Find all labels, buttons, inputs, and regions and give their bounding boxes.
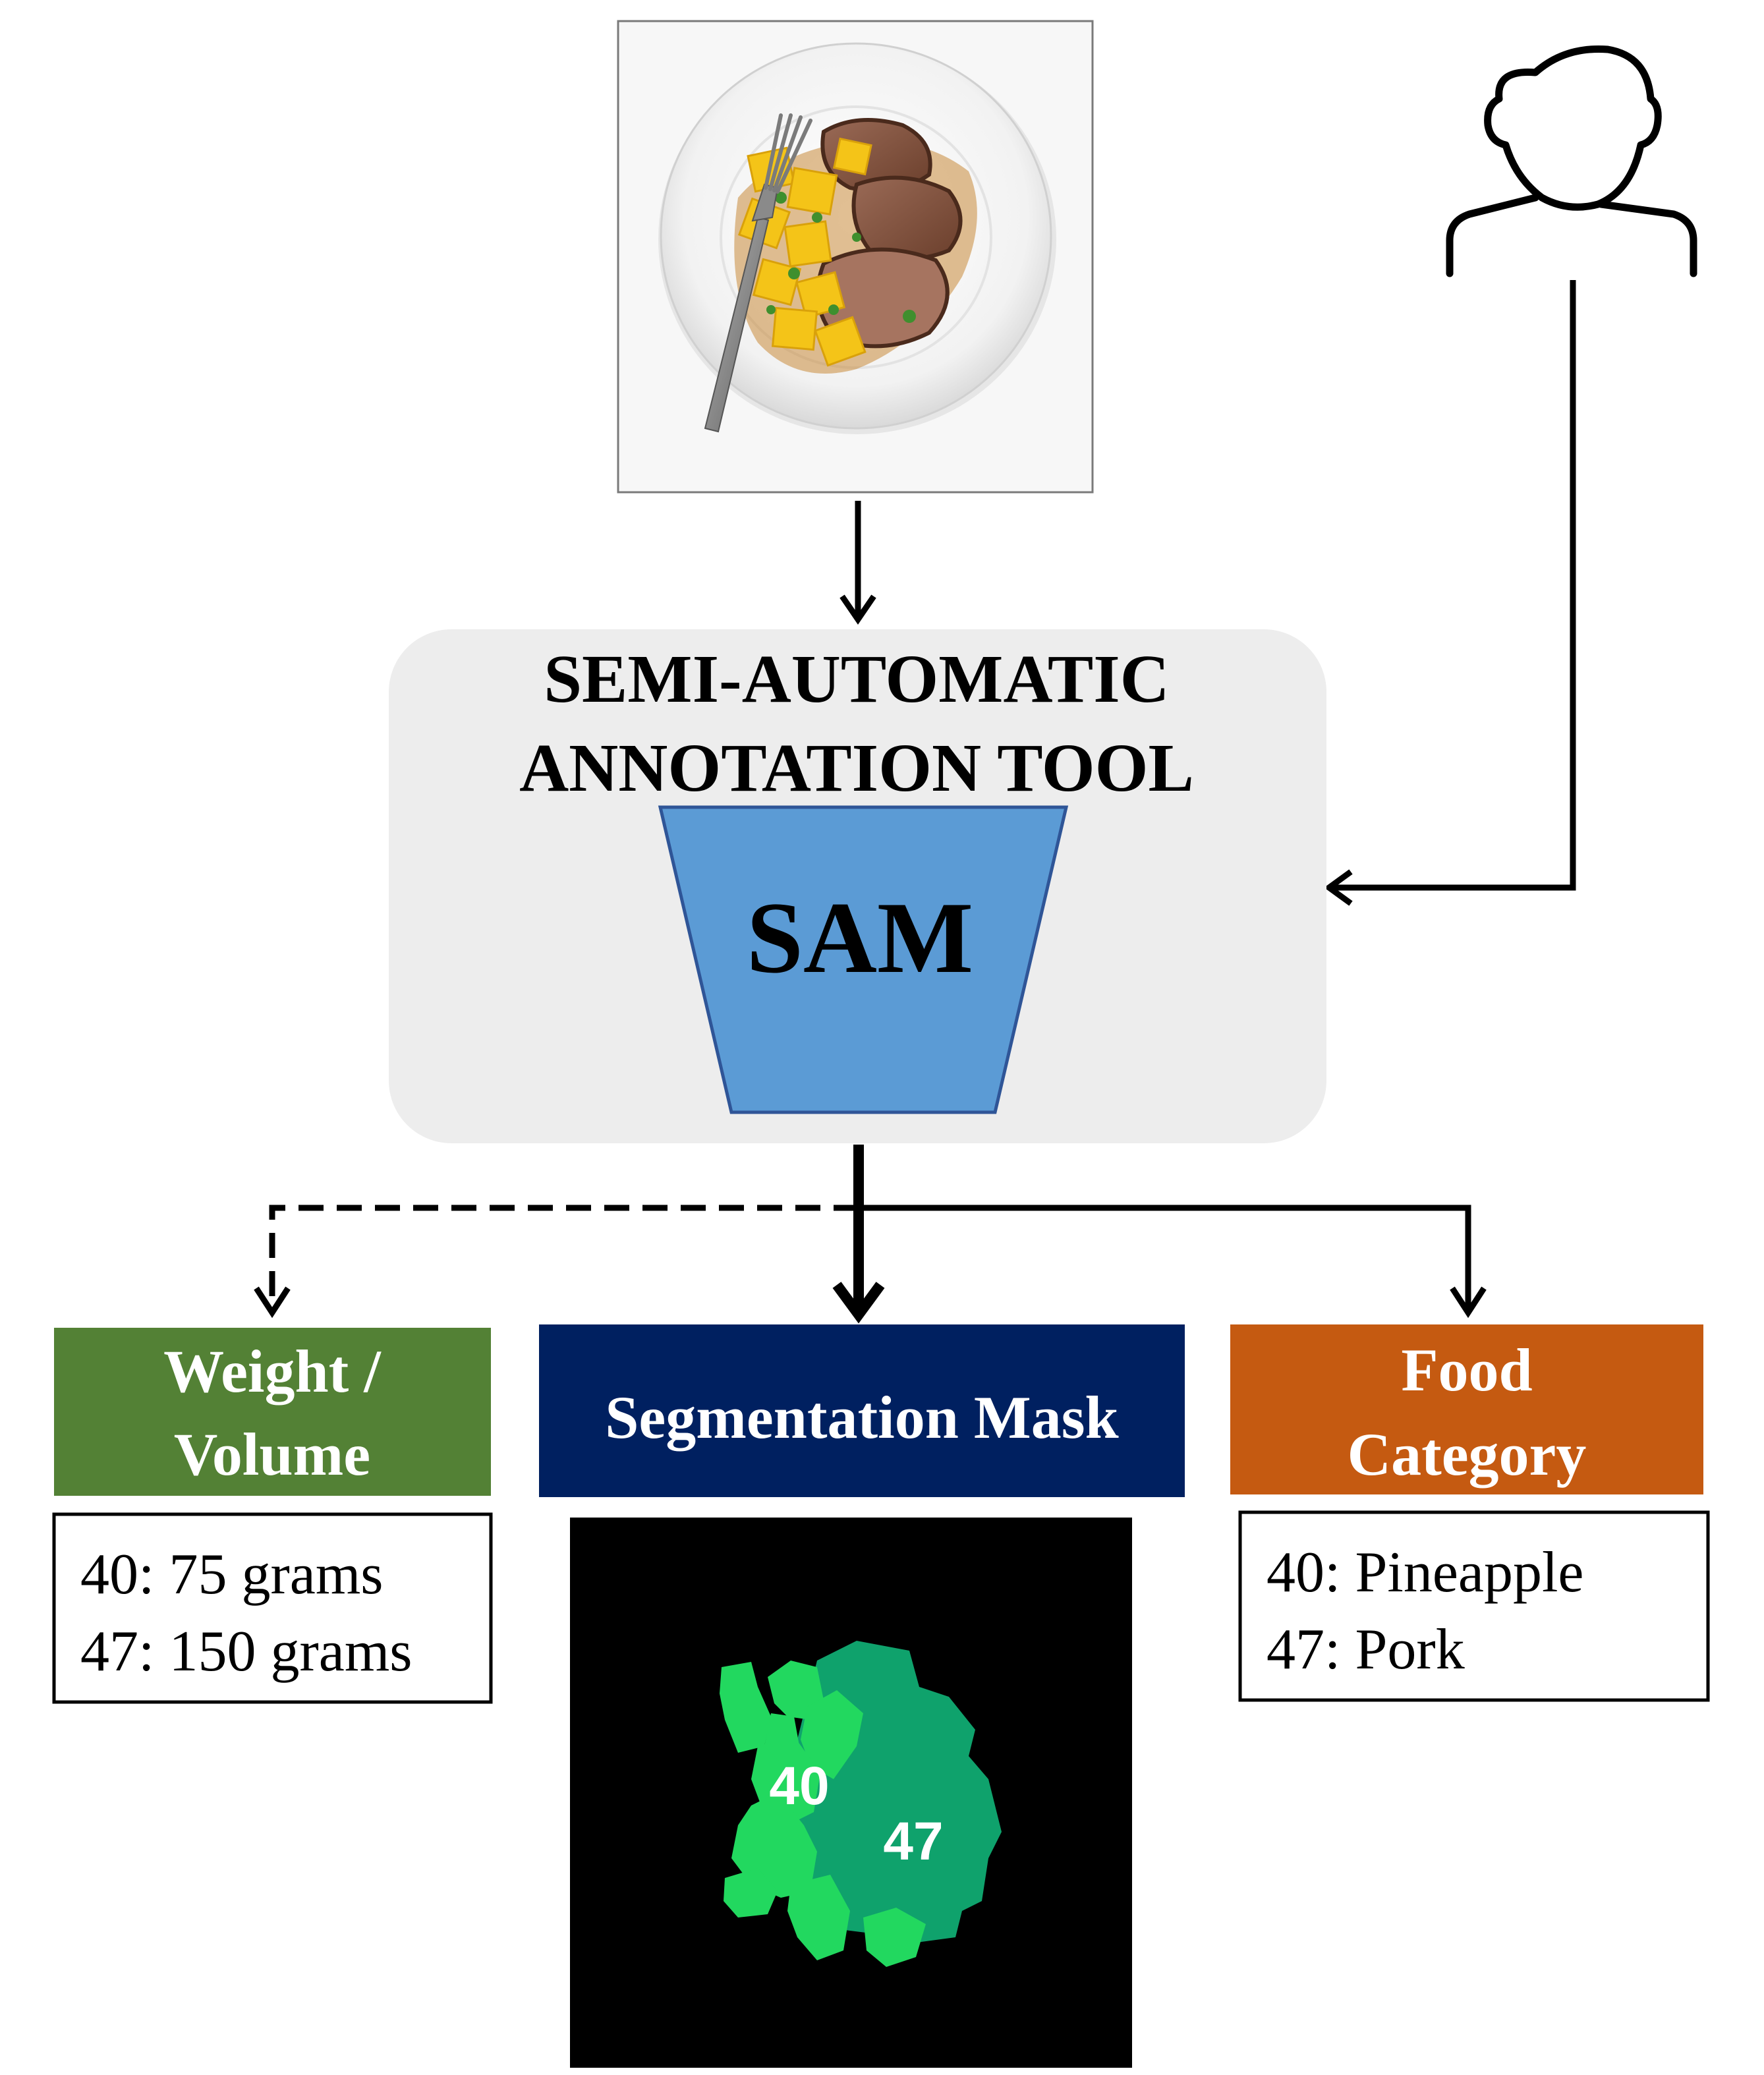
segmentation-mask-header bbox=[539, 1324, 1185, 1497]
segmentation-mask-output: Segmentation Mask 40 47 bbox=[539, 1324, 1185, 2068]
weight-value-item: 47: 150 grams bbox=[80, 1620, 413, 1684]
tool-to-weight-dashed-line bbox=[269, 1205, 859, 1308]
weight-volume-output: Weight / Volume 40: 75 grams 47: 150 gra… bbox=[52, 1328, 493, 1704]
output-arrows bbox=[254, 1145, 1487, 1324]
mask-region-label: 47 bbox=[883, 1811, 943, 1871]
weight-volume-header bbox=[54, 1328, 491, 1496]
user-shoulder-right bbox=[1597, 200, 1697, 277]
food-category-output: Food Category 40: Pineapple 47: Pork bbox=[1230, 1324, 1710, 1702]
tool-to-weight-arrowhead bbox=[254, 1286, 291, 1319]
annotator-user-icon bbox=[1446, 45, 1697, 277]
sam-model-block bbox=[658, 805, 1069, 1114]
tool-to-category-line bbox=[859, 1205, 1471, 1308]
tool-to-mask-arrowhead bbox=[832, 1282, 885, 1324]
tool-title-line2: ANNOTATION TOOL bbox=[519, 730, 1194, 806]
category-value-item: 40: Pineapple bbox=[1266, 1541, 1583, 1605]
user-to-tool-arrowhead bbox=[1324, 869, 1353, 906]
user-to-tool-line bbox=[1331, 280, 1576, 891]
tool-title-line1: SEMI-AUTOMATIC bbox=[544, 641, 1170, 717]
category-values-box bbox=[1238, 1510, 1710, 1702]
tool-to-category-arrowhead bbox=[1450, 1286, 1487, 1319]
category-header-line1: Food bbox=[1401, 1336, 1532, 1404]
input-food-photo bbox=[617, 20, 1094, 494]
fork bbox=[704, 113, 812, 433]
mask-region-40 bbox=[720, 1661, 926, 1967]
sam-label: SAM bbox=[747, 881, 973, 994]
mask-region-label: 40 bbox=[769, 1756, 829, 1816]
photo-to-tool-arrowhead bbox=[839, 594, 876, 625]
weight-header-line1: Weight / bbox=[163, 1338, 382, 1405]
pork-slices bbox=[816, 118, 963, 349]
category-value-item: 47: Pork bbox=[1266, 1618, 1465, 1682]
herb-garnish bbox=[766, 192, 916, 323]
weight-value-item: 40: 75 grams bbox=[80, 1543, 384, 1606]
user-shoulder-left bbox=[1446, 194, 1539, 277]
user-head-icon bbox=[1484, 45, 1662, 211]
category-header-line2: Category bbox=[1348, 1421, 1587, 1488]
weight-values-box bbox=[52, 1512, 493, 1704]
food-category-header bbox=[1230, 1324, 1703, 1494]
annotation-tool-panel: SEMI-AUTOMATIC ANNOTATION TOOL SAM bbox=[389, 629, 1326, 1143]
weight-header-line2: Volume bbox=[174, 1421, 370, 1488]
input-arrows bbox=[839, 280, 1576, 906]
segmentation-mask-title: Segmentation Mask bbox=[605, 1384, 1119, 1451]
